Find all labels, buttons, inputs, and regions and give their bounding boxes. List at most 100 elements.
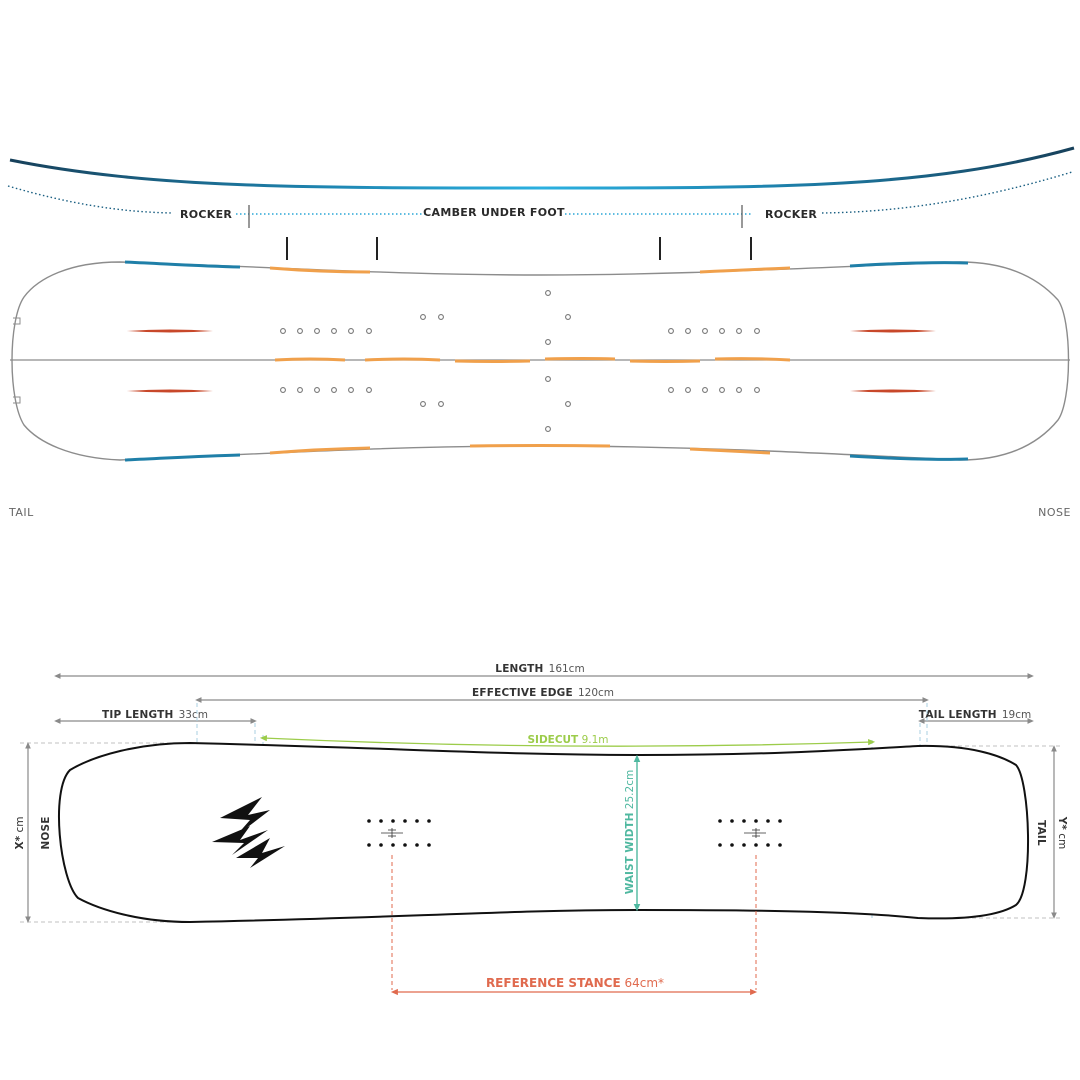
- nose-label-top: NOSE: [1038, 506, 1071, 519]
- insert-hole: [314, 328, 320, 334]
- camber-edge: [469, 444, 611, 448]
- insert-hole: [280, 328, 286, 334]
- camber-edge: [699, 266, 791, 274]
- insert-dot: [427, 819, 431, 823]
- insert-hole: [702, 387, 708, 393]
- x-width-label: X* cm: [14, 817, 26, 850]
- inserts-top: [280, 290, 760, 432]
- tip-mark: [850, 389, 936, 393]
- tip-mark: [850, 329, 936, 333]
- y-width-label: Y* cm: [1056, 816, 1068, 849]
- center-camber-mark: [629, 359, 701, 363]
- rocker-label-right: ROCKER: [765, 208, 817, 221]
- effective-edge-label: EFFECTIVE EDGE 120cm: [472, 681, 614, 700]
- insert-dot: [367, 819, 371, 823]
- insert-dot: [778, 843, 782, 847]
- stance-inserts: [367, 819, 782, 847]
- waist-width-label: WAIST WIDTH 25.2cm: [624, 770, 636, 894]
- insert-dot: [718, 819, 722, 823]
- rocker-edge: [124, 260, 241, 269]
- insert-hole: [420, 314, 426, 320]
- camber-edge: [269, 266, 371, 274]
- insert-hole: [719, 328, 725, 334]
- rocker-edge: [849, 261, 969, 268]
- insert-hole: [420, 401, 426, 407]
- sidecut-arrow: [259, 735, 876, 747]
- rocker-edge: [849, 454, 969, 461]
- center-camber-mark: [714, 357, 791, 362]
- profile-section: ROCKER CAMBER UNDER FOOT ROCKER: [7, 146, 1075, 260]
- insert-dot: [766, 819, 770, 823]
- camber-edge: [689, 447, 771, 455]
- split-board-top-view: TAIL NOSE: [8, 260, 1071, 519]
- insert-dot: [379, 843, 383, 847]
- insert-dot: [742, 819, 746, 823]
- board-outline-bottom: [57, 741, 1030, 924]
- stance-center-mark: [381, 828, 766, 838]
- insert-hole: [736, 328, 742, 334]
- profile-curve: [9, 146, 1075, 190]
- insert-hole: [438, 401, 444, 407]
- board-dimensions-view: LENGTH 161cm EFFECTIVE EDGE 120cm TIP LE…: [14, 657, 1068, 996]
- insert-hole: [702, 328, 708, 334]
- insert-hole: [754, 387, 760, 393]
- insert-hole: [348, 328, 354, 334]
- insert-hole: [314, 387, 320, 393]
- insert-hole: [668, 387, 674, 393]
- tail-label-bottom: TAIL: [1035, 820, 1047, 846]
- tip-length-label: TIP LENGTH 33cm: [102, 703, 208, 722]
- insert-dot: [415, 843, 419, 847]
- insert-dot: [766, 843, 770, 847]
- insert-dot: [391, 819, 395, 823]
- insert-dot: [403, 819, 407, 823]
- insert-hole: [685, 387, 691, 393]
- insert-dot: [391, 843, 395, 847]
- length-label: LENGTH 161cm: [495, 657, 584, 676]
- insert-dot: [730, 819, 734, 823]
- center-camber-mark: [544, 357, 616, 361]
- insert-hole: [331, 328, 337, 334]
- rocker-edge: [124, 453, 241, 462]
- nose-label-bottom: NOSE: [40, 816, 52, 849]
- board-outline: [11, 261, 1070, 461]
- camber-edge: [269, 446, 371, 455]
- insert-dot: [730, 843, 734, 847]
- rocker-label-left: ROCKER: [180, 208, 232, 221]
- insert-hole: [545, 426, 551, 432]
- insert-hole: [366, 328, 372, 334]
- center-camber-mark: [274, 357, 346, 362]
- tail-length-label: TAIL LENGTH 19cm: [919, 703, 1031, 722]
- center-camber-mark: [364, 357, 441, 362]
- brand-logo: [212, 797, 285, 868]
- insert-hole: [736, 387, 742, 393]
- tip-mark: [127, 389, 213, 393]
- insert-dot: [754, 819, 758, 823]
- profile-baseline-left: [7, 185, 173, 214]
- insert-dot: [379, 819, 383, 823]
- center-camber-mark: [454, 359, 531, 363]
- insert-hole: [668, 328, 674, 334]
- tail-clip: [13, 396, 21, 404]
- insert-hole: [366, 387, 372, 393]
- insert-dot: [718, 843, 722, 847]
- tail-clip: [13, 317, 21, 325]
- sidecut-label: SIDECUT 9.1m: [527, 734, 608, 746]
- insert-dot: [778, 819, 782, 823]
- insert-dot: [403, 843, 407, 847]
- reference-stance-label: REFERENCE STANCE 64cm*: [486, 976, 664, 990]
- insert-hole: [297, 387, 303, 393]
- insert-hole: [719, 387, 725, 393]
- insert-dot: [367, 843, 371, 847]
- insert-hole: [331, 387, 337, 393]
- insert-hole: [348, 387, 354, 393]
- insert-hole: [685, 328, 691, 334]
- insert-hole: [438, 314, 444, 320]
- insert-hole: [545, 339, 551, 345]
- insert-hole: [545, 290, 551, 296]
- insert-hole: [565, 401, 571, 407]
- insert-hole: [297, 328, 303, 334]
- tip-mark: [127, 329, 213, 333]
- insert-hole: [565, 314, 571, 320]
- insert-hole: [280, 387, 286, 393]
